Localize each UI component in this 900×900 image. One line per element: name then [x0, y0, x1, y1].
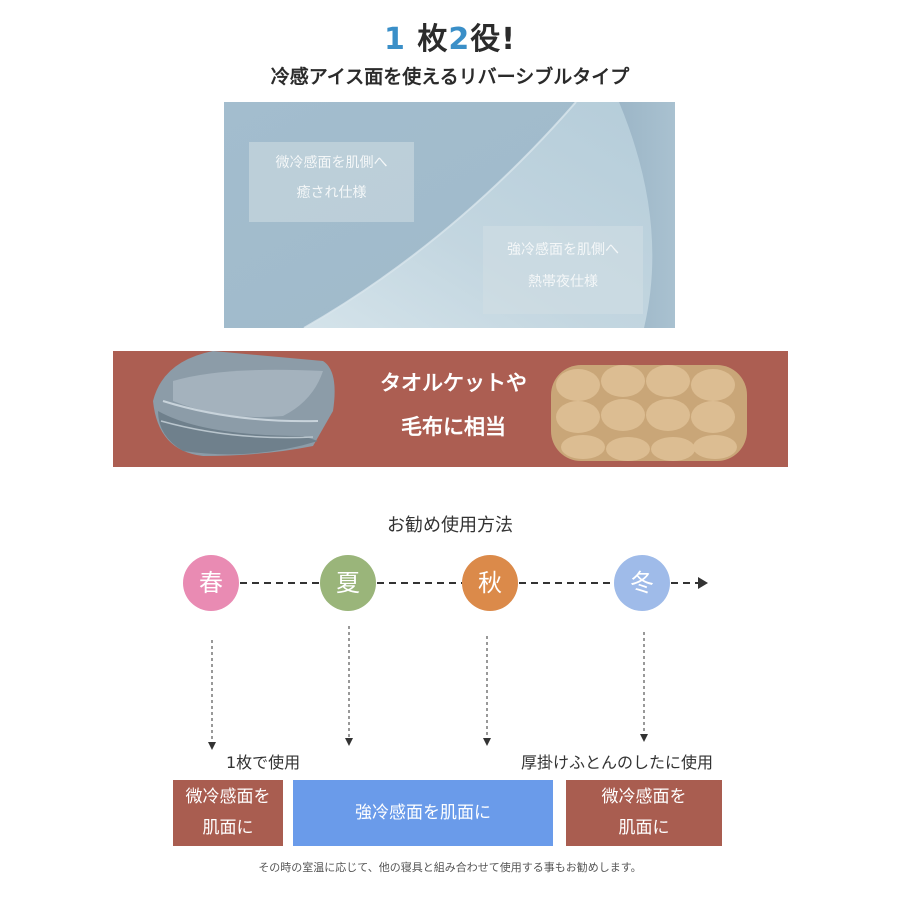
reversible-fabric-image: 微冷感面を肌側へ 癒され仕様 強冷感面を肌側へ 熱帯夜仕様 — [224, 102, 675, 328]
label-strong-cool-line2: 熱帯夜仕様 — [528, 274, 598, 290]
equivalent-band: タオルケットや 毛布に相当 — [113, 351, 788, 467]
caption-single-use: 1枚で使用 — [226, 753, 301, 772]
season-summer: 夏 — [320, 555, 376, 611]
usage-box-winter: 微冷感面を 肌面に — [566, 780, 722, 846]
page-subtitle: 冷感アイス面を使えるリバーシブルタイプ — [270, 66, 630, 88]
title-text-1: 枚 — [417, 22, 449, 57]
usage-box-winter-line2: 肌面に — [618, 818, 670, 838]
gray-blanket-icon — [153, 351, 335, 456]
usage-box-summer: 強冷感面を肌面に — [293, 780, 553, 846]
usage-box-spring: 微冷感面を 肌面に — [173, 780, 283, 846]
footnote: その時の室温に応じて、他の寝具と組み合わせて使用する事もお勧めします。 — [258, 861, 642, 874]
label-mild-cool-line1: 微冷感面を肌側へ — [275, 155, 388, 171]
season-autumn: 秋 — [462, 555, 518, 611]
season-winter: 冬 — [614, 555, 670, 611]
usage-box-winter-line1: 微冷感面を — [601, 787, 687, 807]
usage-box-spring-line2: 肌面に — [202, 818, 254, 838]
usage-box-spring-line1: 微冷感面を — [185, 787, 271, 807]
label-mild-cool-line2: 癒され仕様 — [296, 185, 367, 201]
label-mild-cool: 微冷感面を肌側へ 癒され仕様 — [249, 142, 414, 222]
page-title: 1 枚2役! — [0, 14, 900, 58]
label-strong-cool: 強冷感面を肌側へ 熱帯夜仕様 — [483, 226, 643, 314]
caption-under-comforter: 厚掛けふとんのしたに使用 — [521, 753, 714, 772]
band-text-line1: タオルケットや — [380, 371, 527, 395]
title-number-2: 2 — [448, 22, 471, 57]
timeline-arrow-icon — [698, 577, 708, 589]
title-text-2: 役! — [470, 22, 516, 57]
label-strong-cool-line1: 強冷感面を肌側へ — [507, 242, 619, 258]
fluffy-blanket-icon — [551, 365, 747, 461]
title-number-1: 1 — [384, 22, 406, 57]
band-text-line2: 毛布に相当 — [401, 415, 506, 439]
band-text: タオルケットや 毛布に相当 — [341, 361, 566, 449]
season-spring: 春 — [183, 555, 239, 611]
recommend-heading: お勧め使用方法 — [387, 515, 513, 536]
